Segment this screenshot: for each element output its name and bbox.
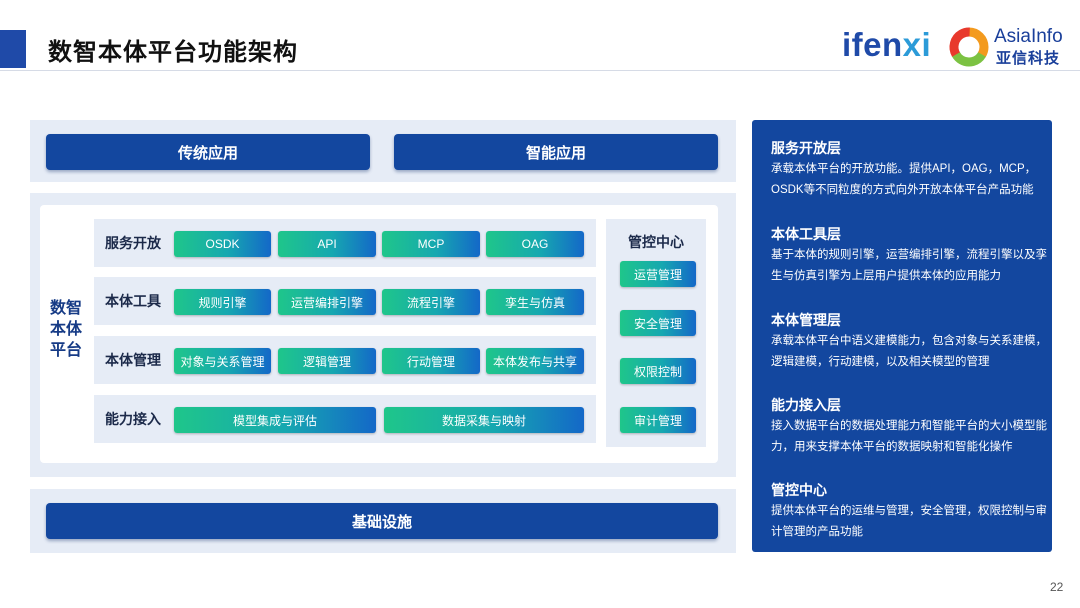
title-accent-bar	[0, 30, 26, 68]
intelligent-app-block: 智能应用	[394, 134, 718, 170]
desc-text-access-layer: 接入数据平台的数据处理能力和智能平台的大小模型能力，用来支撑本体平台的数据映射和…	[771, 420, 1047, 453]
ifenxi-logo-xi: xi	[902, 26, 932, 63]
header-divider	[0, 70, 1080, 71]
chip-api: API	[278, 231, 376, 257]
desc-title-service-layer: 服务开放层	[771, 140, 841, 156]
page-title: 数智本体平台功能架构	[48, 39, 298, 66]
ifenxi-logo: ifenxi	[842, 26, 931, 64]
chip-permission-control: 权限控制	[620, 358, 696, 384]
chip-process-engine: 流程引擎	[382, 289, 480, 315]
asiainfo-logo-icon	[949, 27, 989, 67]
chip-publish-share: 本体发布与共享	[486, 348, 584, 374]
chip-rule-engine: 规则引擎	[174, 289, 271, 315]
chip-twin-simulation: 孪生与仿真	[486, 289, 584, 315]
desc-title-tools-layer: 本体工具层	[771, 226, 841, 242]
desc-title-control-center: 管控中心	[771, 482, 827, 498]
desc-text-management-layer: 承载本体平台中语义建模能力，包含对象与关系建模，逻辑建模，行动建模，以及相关模型…	[771, 335, 1047, 368]
chip-audit-mgmt: 审计管理	[620, 407, 696, 433]
chip-osdk: OSDK	[174, 231, 271, 257]
row-label: 本体管理	[105, 352, 161, 368]
desc-title-management-layer: 本体管理层	[771, 312, 841, 328]
row-label: 能力接入	[105, 411, 161, 427]
chip-oag: OAG	[486, 231, 584, 257]
chip-ops-orchestration-engine: 运营编排引擎	[278, 289, 376, 315]
control-center-title: 管控中心	[628, 234, 684, 250]
desc-title-access-layer: 能力接入层	[771, 397, 841, 413]
row-label: 服务开放	[105, 235, 161, 251]
chip-security-mgmt: 安全管理	[620, 310, 696, 336]
desc-text-control-center: 提供本体平台的运维与管理，安全管理，权限控制与审计管理的产品功能	[771, 505, 1047, 538]
chip-mcp: MCP	[382, 231, 480, 257]
infrastructure-block: 基础设施	[46, 503, 718, 539]
desc-text-service-layer: 承载本体平台的开放功能。提供API，OAG，MCP，OSDK等不同粒度的方式向外…	[771, 163, 1037, 196]
chip-model-integration: 模型集成与评估	[174, 407, 376, 433]
asiainfo-brand-en: AsiaInfo	[994, 26, 1063, 47]
platform-side-label: 数智本体平台	[49, 300, 82, 359]
chip-data-collection-mapping: 数据采集与映射	[384, 407, 584, 433]
asiainfo-brand-cn: 亚信科技	[996, 50, 1061, 67]
chip-object-relation-mgmt: 对象与关系管理	[174, 348, 271, 374]
chip-operations-mgmt: 运营管理	[620, 261, 696, 287]
page-number: 22	[1050, 580, 1064, 594]
description-panel	[752, 120, 1052, 552]
row-label: 本体工具	[105, 293, 161, 309]
ifenxi-logo-main: ifen	[842, 26, 903, 63]
desc-text-tools-layer: 基于本体的规则引擎，运营编排引擎，流程引擎以及孪生与仿真引擎为上层用户提供本体的…	[771, 249, 1047, 282]
chip-action-mgmt: 行动管理	[382, 348, 480, 374]
traditional-app-block: 传统应用	[46, 134, 370, 170]
chip-logic-mgmt: 逻辑管理	[278, 348, 376, 374]
